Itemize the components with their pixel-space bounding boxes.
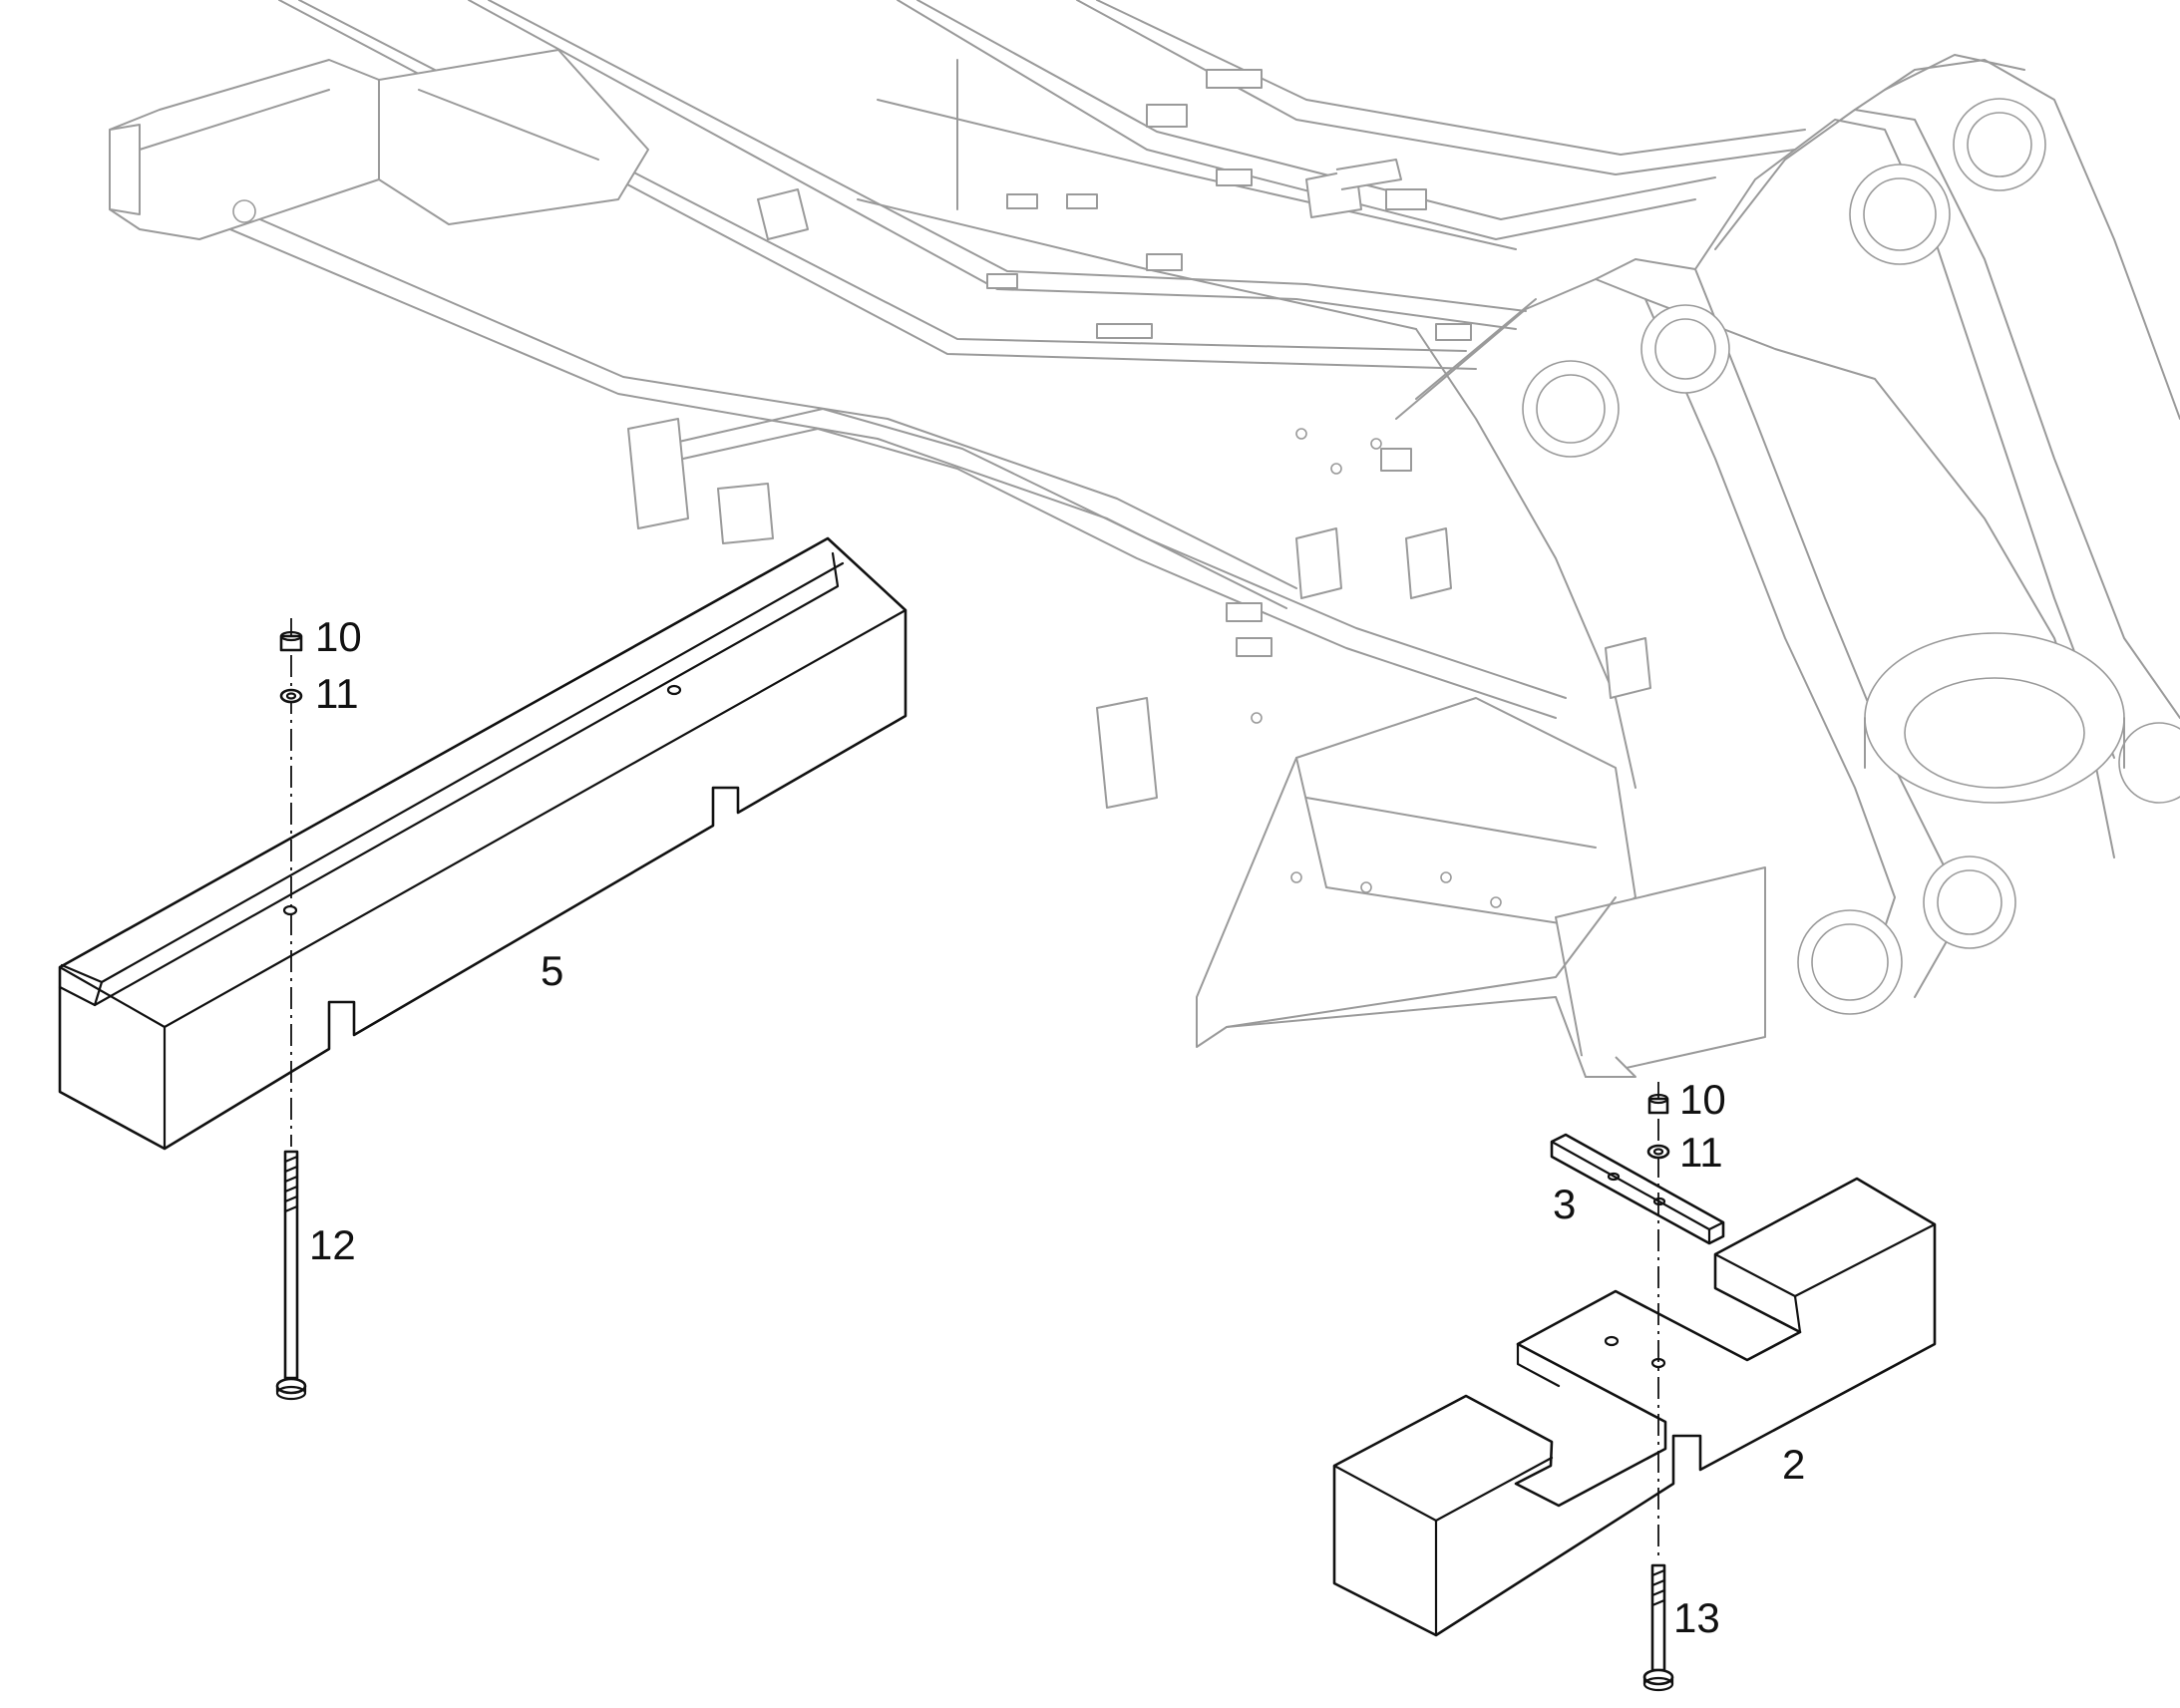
right-washer [1646,1144,1670,1160]
left-assembly: 10 11 5 12 [58,536,908,1401]
left-nut [279,630,303,652]
right-nut [1647,1093,1669,1115]
callout-left-bolt: 12 [309,1221,356,1268]
left-bolt [275,1150,307,1401]
machine-frame [109,0,2180,1078]
right-bolt [1642,1563,1674,1692]
callout-counterweight-2: 2 [1782,1441,1805,1488]
callout-left-nut: 10 [315,613,362,660]
callout-plate-3: 3 [1553,1181,1576,1227]
callout-right-nut: 10 [1679,1076,1726,1123]
plate-3 [1550,1133,1725,1245]
callout-counterweight-5: 5 [541,947,563,994]
counterweight-2 [1332,1177,1937,1637]
callout-left-washer: 11 [315,670,359,717]
callout-right-bolt: 13 [1673,1594,1720,1641]
right-assembly: 10 11 3 2 13 [1332,1076,1937,1692]
counterweight-5 [58,536,908,1151]
left-washer [279,688,303,704]
callout-right-washer: 11 [1679,1129,1723,1176]
